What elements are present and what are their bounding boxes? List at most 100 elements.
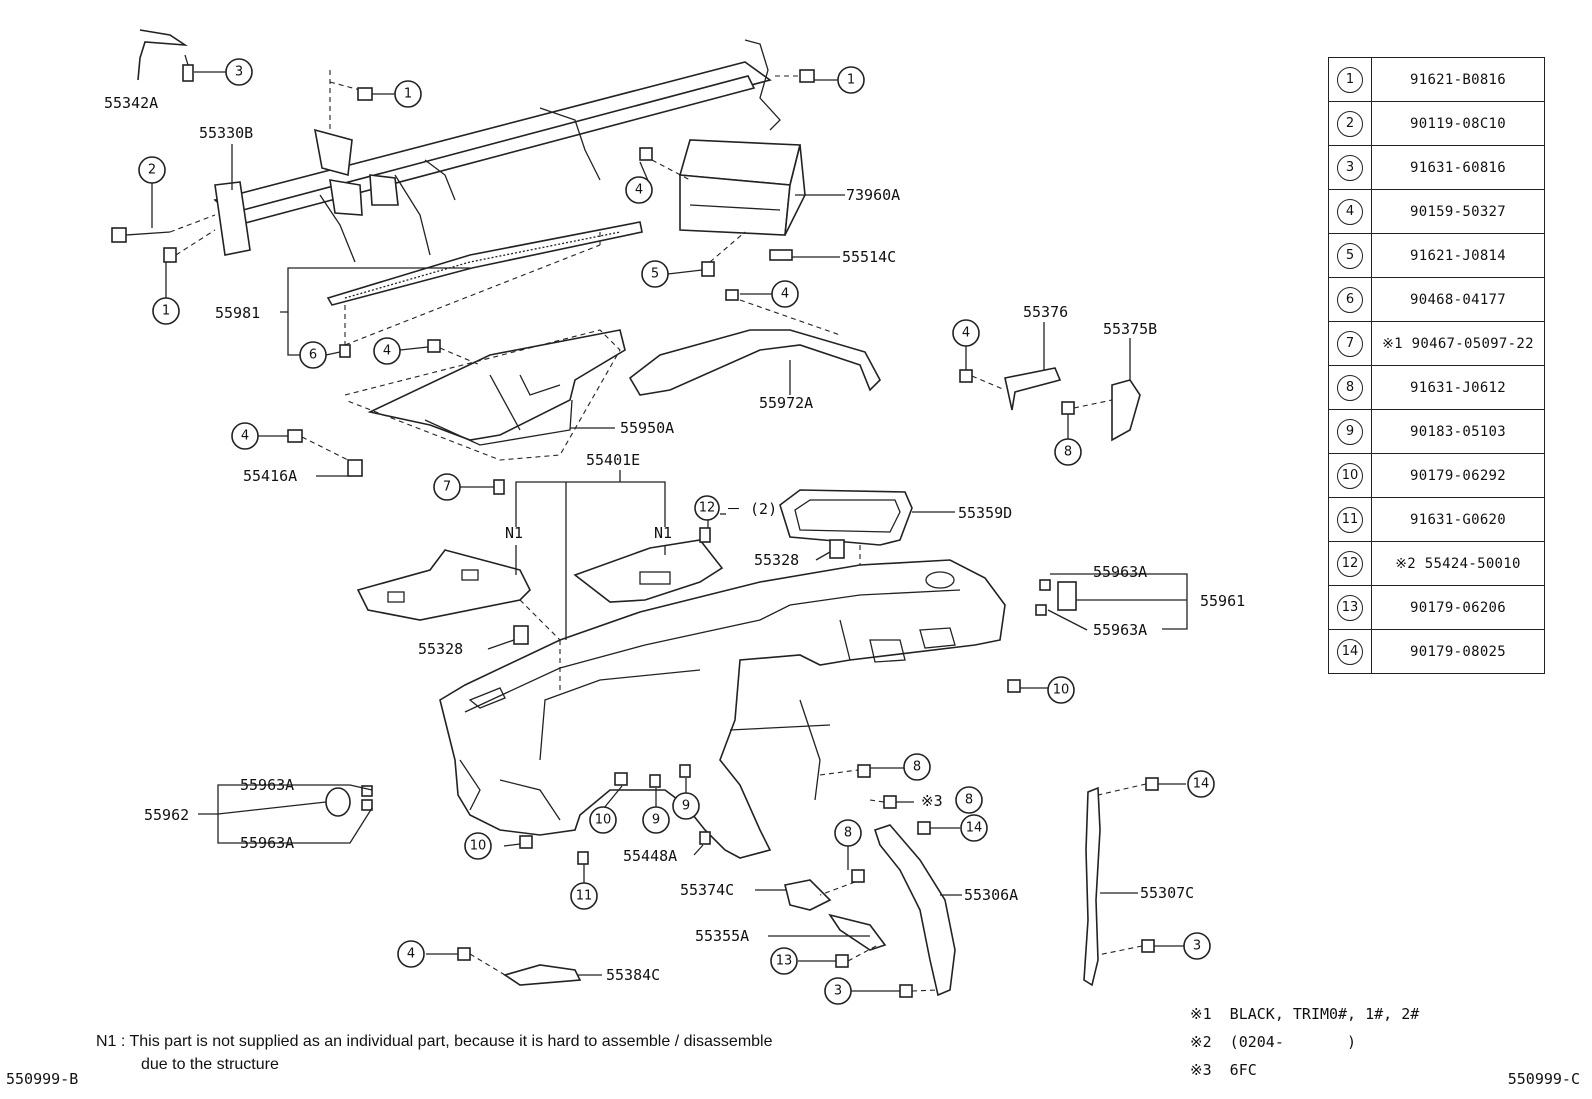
svg-text:11: 11 — [576, 889, 593, 904]
svg-text:10: 10 — [595, 813, 612, 828]
svg-text:2: 2 — [148, 163, 156, 178]
svg-text:4: 4 — [781, 287, 789, 302]
ref-cell: 4 — [1328, 189, 1372, 234]
part-number-cell: 91631-J0612 — [1371, 365, 1545, 410]
ref-number: 10 — [1337, 462, 1363, 489]
part-number-cell: 90183-05103 — [1371, 409, 1545, 454]
label-55359D: 55359D — [958, 504, 1012, 522]
note-1: ※1 BLACK, TRIM0#, 1#, 2# — [1190, 1005, 1420, 1023]
callout-14-a: 14 — [1187, 770, 1215, 798]
callout-14-b: 14 — [960, 814, 988, 842]
callout-9-b: 9 — [672, 792, 700, 820]
ref-number: 5 — [1337, 242, 1363, 269]
svg-text:1: 1 — [162, 304, 170, 319]
footnote-line-1: N1 : This part is not supplied as an ind… — [96, 1033, 773, 1050]
part-number-cell: 90179-08025 — [1371, 629, 1545, 674]
ref-cell: 2 — [1328, 101, 1372, 146]
part-number-cell: 91631-60816 — [1371, 145, 1545, 190]
label-55963A-l1: 55963A — [240, 776, 294, 794]
callout-8-d: 8 — [834, 819, 862, 847]
label-55306A: 55306A — [964, 886, 1018, 904]
fasteners-top-left — [111, 54, 815, 263]
svg-text:6: 6 — [309, 348, 317, 363]
ref-number: 14 — [1337, 638, 1363, 665]
label-55328-left: 55328 — [418, 640, 463, 658]
label-55375B: 55375B — [1103, 320, 1157, 338]
callout-3-b: 3 — [1183, 932, 1211, 960]
label-55514C: 55514C — [842, 248, 896, 266]
insulator-pads — [356, 539, 724, 621]
label-N1-right: N1 — [654, 524, 672, 542]
svg-text:4: 4 — [241, 429, 249, 444]
part-labels: 55342A 55330B 73960A 55514C 55981 55376 … — [104, 94, 1245, 984]
callout-10-a: 10 — [1047, 676, 1075, 704]
note-2: ※2 (0204- ) — [1190, 1033, 1357, 1051]
callout-11: 11 — [570, 882, 598, 910]
small-clips — [325, 527, 1077, 865]
part-number-cell: ※1 90467-05097-22 — [1371, 321, 1545, 366]
ref-number: 6 — [1337, 286, 1363, 313]
svg-text:12: 12 — [699, 501, 716, 516]
parts-table-row: 7※1 90467-05097-22 — [1328, 321, 1545, 366]
brace-55306A — [873, 821, 956, 998]
callout-4-c: 4 — [373, 337, 401, 365]
svg-text:3: 3 — [235, 65, 243, 80]
callout-3-c: 3 — [824, 977, 852, 1005]
svg-text:8: 8 — [1064, 445, 1072, 460]
parts-table-row: 14 90179-08025 — [1328, 629, 1545, 674]
label-55328-top: 55328 — [754, 551, 799, 569]
ref-cell: 12 — [1328, 541, 1372, 586]
svg-text:4: 4 — [383, 344, 391, 359]
note-3: ※3 6FC — [1190, 1061, 1257, 1079]
svg-text:4: 4 — [635, 183, 643, 198]
ref-cell: 7 — [1328, 321, 1372, 366]
svg-text:1: 1 — [847, 73, 855, 88]
label-55307C: 55307C — [1140, 884, 1194, 902]
ref-number: 1 — [1337, 66, 1363, 93]
callout-4-e: 4 — [231, 422, 259, 450]
callout-markers: 3 1 1 2 1 4 5 4 6 4 4 8 4 7 12 10 8 8 14… — [138, 58, 1215, 1005]
svg-text:10: 10 — [1053, 683, 1070, 698]
ref-number: 13 — [1337, 594, 1363, 621]
label-55963A-l2: 55963A — [240, 834, 294, 852]
part-number-cell: 91631-G0620 — [1371, 497, 1545, 542]
ref-cell: 3 — [1328, 145, 1372, 190]
callout-6: 6 — [299, 341, 327, 369]
label-55376: 55376 — [1023, 303, 1068, 321]
label-55416A: 55416A — [243, 467, 297, 485]
callout-4-a: 4 — [625, 176, 653, 204]
defroster-nozzle-55981 — [326, 221, 643, 358]
instrument-panel-55401E — [439, 559, 1006, 859]
part-number-cell: 90159-50327 — [1371, 189, 1545, 234]
label-55963A-r2: 55963A — [1093, 621, 1147, 639]
svg-text:9: 9 — [682, 799, 690, 814]
ref-number: 9 — [1337, 418, 1363, 445]
label-55401E: 55401E — [586, 451, 640, 469]
label-55950A: 55950A — [620, 419, 674, 437]
label-55384C: 55384C — [606, 966, 660, 984]
diagram-code-right: 550999-C — [1507, 1070, 1580, 1088]
label-55374C: 55374C — [680, 881, 734, 899]
side-defroster-duct-55972A — [628, 299, 881, 396]
notes-block: ※1 BLACK, TRIM0#, 1#, 2# ※2 (0204- ) ※3 … — [1190, 1000, 1419, 1084]
ref-cell: 14 — [1328, 629, 1372, 674]
callout-1-c: 1 — [152, 297, 180, 325]
svg-text:13: 13 — [776, 954, 793, 969]
callout-8-a: 8 — [1054, 438, 1082, 466]
svg-text:4: 4 — [962, 326, 970, 341]
instrument-panel-reinforcement — [137, 29, 781, 263]
ref-number: 12 — [1337, 550, 1363, 577]
callout-13: 13 — [770, 947, 798, 975]
callout-10-c: 10 — [464, 832, 492, 860]
callout-10-b: 10 — [589, 806, 617, 834]
part-number-cell: ※2 55424-50010 — [1371, 541, 1545, 586]
callout-9-a: 9 — [642, 806, 670, 834]
svg-text:5: 5 — [651, 267, 659, 282]
